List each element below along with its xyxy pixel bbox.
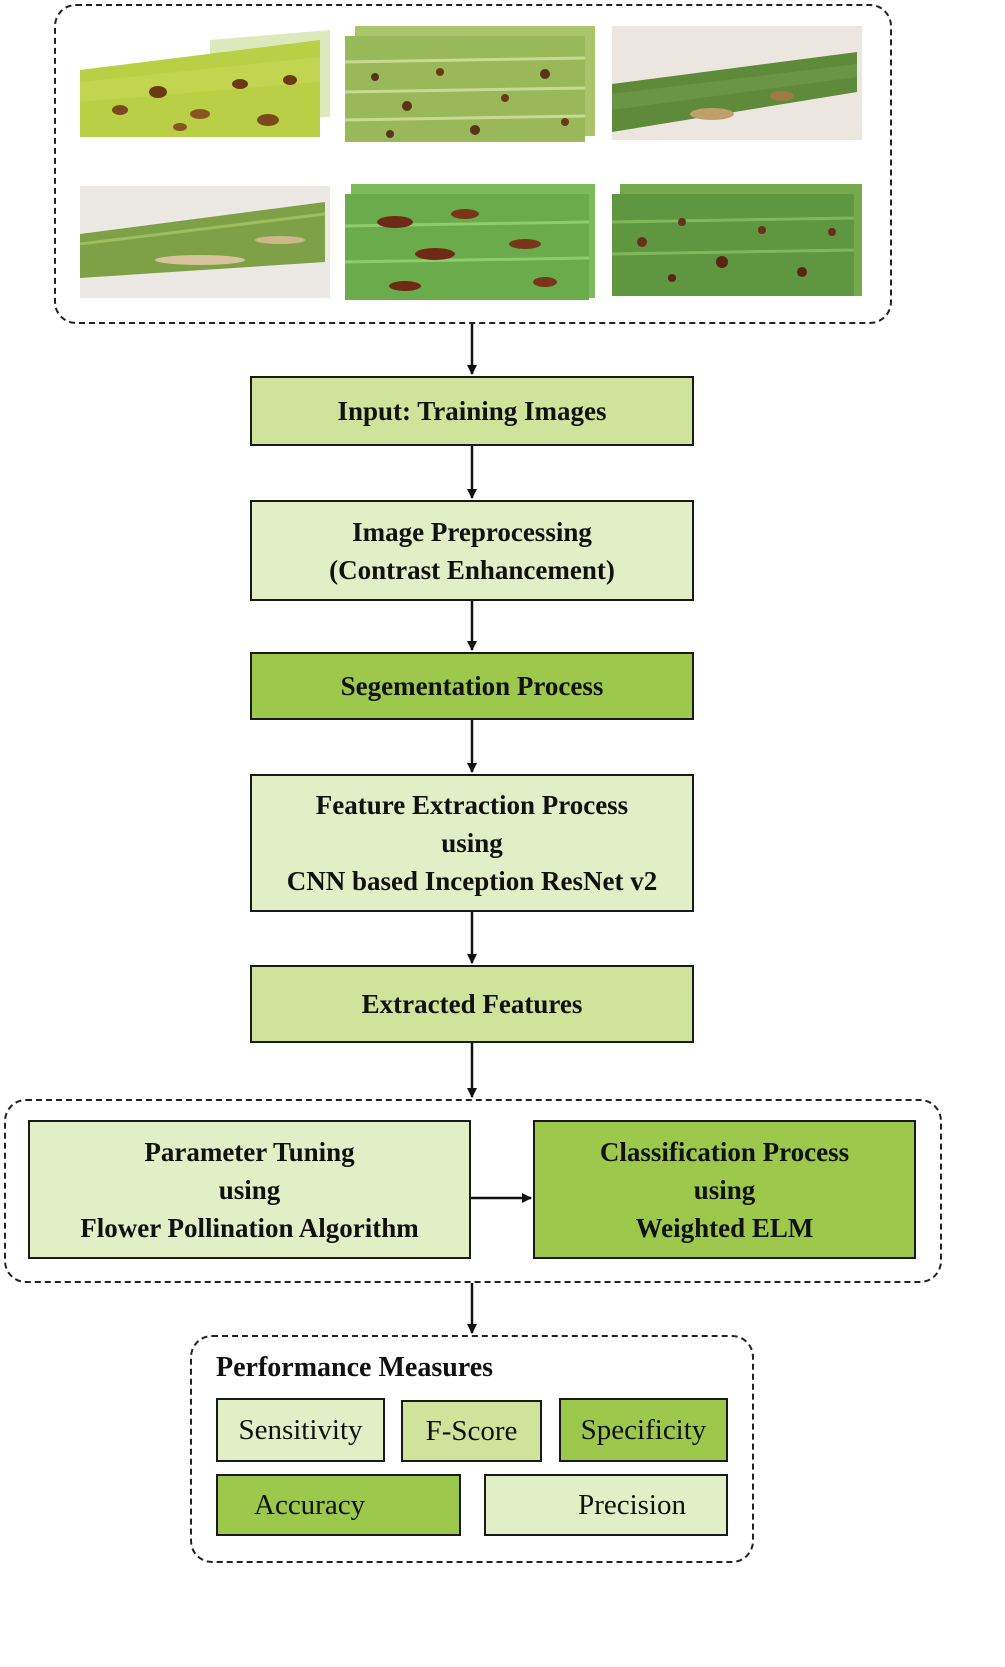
leaf-image-lesion [612, 26, 862, 140]
preprocessing-line-2: (Contrast Enhancement) [329, 554, 615, 585]
leaf-image-stack-spots [345, 26, 595, 142]
image-preprocessing-box: Image Preprocessing (Contrast Enhancemen… [250, 500, 694, 601]
tuning-line-2: using [218, 1174, 281, 1205]
leaf-image-speckle [612, 184, 862, 296]
segmentation-process-box: Segementation Process [250, 652, 694, 720]
extraction-line-3: CNN based Inception ResNet v2 [286, 866, 658, 896]
metric-fscore: F-Score [401, 1400, 542, 1462]
classification-process-box: Classification Process using Weighted EL… [533, 1120, 916, 1259]
parameter-tuning-box: Parameter Tuning using Flower Pollinatio… [28, 1120, 471, 1259]
metric-sensitivity: Sensitivity [216, 1398, 385, 1462]
extracted-line-1: Extracted Features [361, 989, 583, 1019]
extraction-line-1: Feature Extraction Process [315, 790, 629, 820]
tuning-line-1: Parameter Tuning [144, 1136, 355, 1167]
metric-specificity: Specificity [559, 1398, 728, 1462]
extraction-line-2: using [441, 828, 503, 858]
metric-precision: Precision [484, 1474, 728, 1536]
leaf-image-brown-spot [80, 30, 330, 137]
input-training-images-box: Input: Training Images [250, 376, 694, 446]
preprocessing-line-1: Image Preprocessing [352, 516, 592, 547]
input-line-1: Input: Training Images [337, 396, 607, 426]
leaf-image-blotch [345, 184, 595, 300]
classification-line-3: Weighted ELM [635, 1212, 814, 1243]
performance-measures-group [190, 1335, 754, 1563]
metric-accuracy: Accuracy [216, 1474, 461, 1536]
feature-extraction-box: Feature Extraction Process using CNN bas… [250, 774, 694, 912]
classification-line-1: Classification Process [599, 1136, 850, 1167]
classification-line-2: using [693, 1174, 756, 1205]
performance-measures-title: Performance Measures [216, 1352, 494, 1383]
extracted-features-box: Extracted Features [250, 965, 694, 1043]
segmentation-line-1: Segementation Process [340, 671, 604, 701]
training-images-panel [54, 4, 892, 324]
optimization-group [4, 1099, 942, 1283]
tuning-line-3: Flower Pollination Algorithm [80, 1212, 419, 1243]
leaf-image-streak [80, 186, 330, 298]
